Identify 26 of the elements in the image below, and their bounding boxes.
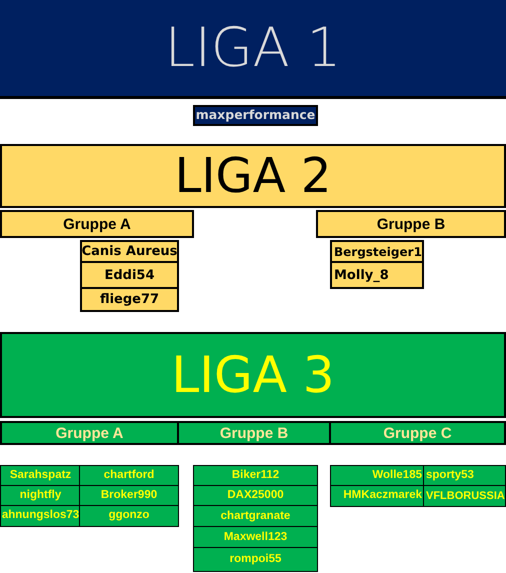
player-name-cell: rompoi55 xyxy=(193,547,318,572)
player-name-cell: VFLBORUSSIA xyxy=(423,485,506,507)
group-header: Gruppe A xyxy=(0,421,179,445)
group-header: Gruppe A xyxy=(0,210,194,238)
league-banner: LIGA 2 xyxy=(0,144,506,208)
league-banner: LIGA 3 xyxy=(0,332,506,418)
player-name-cell: Bergsteiger1 xyxy=(330,240,424,263)
player-name-cell: DAX25000 xyxy=(193,485,318,507)
player-name-cell: chartgranate xyxy=(193,505,318,528)
player-name-cell: chartford xyxy=(79,465,179,487)
player-name-cell: Canis Aureus xyxy=(80,240,179,263)
league-banner: LIGA 1 xyxy=(0,0,506,99)
player-name-cell: ahnungslos73 xyxy=(0,505,81,527)
player-name-cell: Broker990 xyxy=(79,485,179,507)
player-name-cell: HMKaczmarek xyxy=(330,485,425,507)
player-name-cell: Maxwell123 xyxy=(193,526,318,549)
player-name-cell: ggonzo xyxy=(79,505,179,527)
player-name-cell: Eddi54 xyxy=(80,261,179,289)
player-name-cell: Biker112 xyxy=(193,465,318,487)
player-name-cell: Molly_8 xyxy=(330,261,424,289)
player-name-cell: fliege77 xyxy=(80,287,179,312)
group-header: Gruppe B xyxy=(177,421,331,445)
player-name-cell: maxperformance xyxy=(193,105,318,126)
group-header: Gruppe C xyxy=(329,421,506,445)
group-header: Gruppe B xyxy=(316,210,506,238)
player-name-cell: sporty53 xyxy=(423,465,506,487)
